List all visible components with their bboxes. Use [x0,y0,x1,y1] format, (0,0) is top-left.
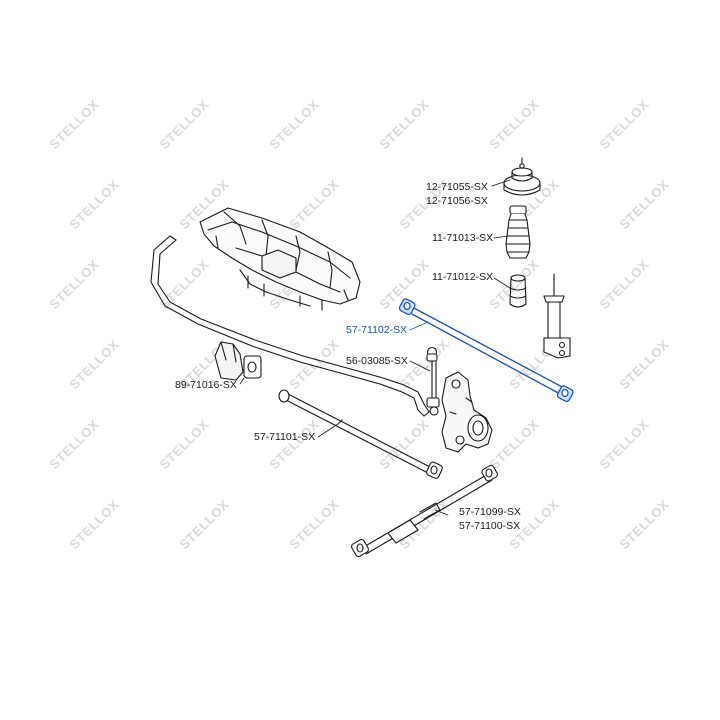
label-12-71056-sx: 12-71056-SX [426,195,488,207]
lateral-link-drawing [398,298,574,403]
stabilizer-bushing-drawing [214,341,262,381]
subframe-drawing [199,207,361,311]
label-57-71100-sx: 57-71100-SX [459,520,521,532]
label-57-71102-sx: 57-71102-SX [346,324,408,336]
bump-stop-drawing [509,274,527,308]
stabilizer-bar-drawing [150,235,430,417]
knuckle-drawing [441,371,493,453]
label-57-71099-sx: 57-71099-SX [459,506,521,518]
rear-control-arm-drawing [278,389,443,479]
label-57-71101-sx: 57-71101-SX [254,431,316,443]
shock-absorber-drawing [543,273,571,359]
strut-mount-drawing [503,157,541,196]
dust-boot-drawing [505,205,531,259]
label-12-71055-sx: 12-71055-SX [426,181,488,193]
label-56-03085-sx: 56-03085-SX [346,355,408,367]
label-89-71016-sx: 89-71016-SX [175,379,237,391]
label-11-71012-sx: 11-71012-SX [432,271,494,283]
stabilizer-link-drawing [426,346,440,416]
trailing-arm-drawing [350,464,499,558]
label-11-71013-sx: 11-71013-SX [432,232,494,244]
leader-lines [239,179,511,516]
